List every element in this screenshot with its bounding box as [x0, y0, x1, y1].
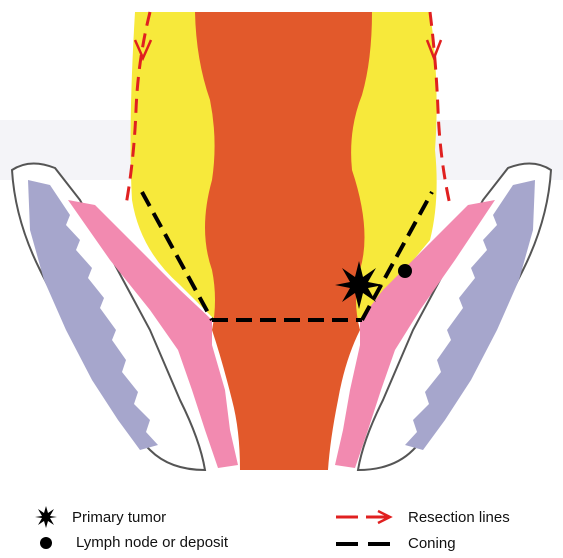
legend-primary-tumor-label: Primary tumor [72, 509, 166, 526]
primary-tumor-marker [335, 261, 383, 309]
black-dashed-line-icon [334, 537, 394, 551]
lymph-node-marker [398, 264, 412, 278]
pelvic-resection-diagram [0, 0, 563, 490]
legend-lymph-node-label: Lymph node or deposit [76, 534, 228, 551]
red-dashed-arrow-icon [334, 508, 394, 526]
star-burst-icon [335, 261, 383, 309]
legend-primary-tumor: Primary tumor [34, 505, 166, 529]
legend-coning: Coning [334, 535, 456, 552]
filled-circle-icon [38, 535, 54, 551]
legend-resection-lines-label: Resection lines [408, 509, 510, 526]
star-burst-icon [34, 505, 58, 529]
legend-resection-lines: Resection lines [334, 508, 510, 526]
legend-coning-label: Coning [408, 535, 456, 552]
legend-lymph-node: Lymph node or deposit [38, 534, 228, 551]
